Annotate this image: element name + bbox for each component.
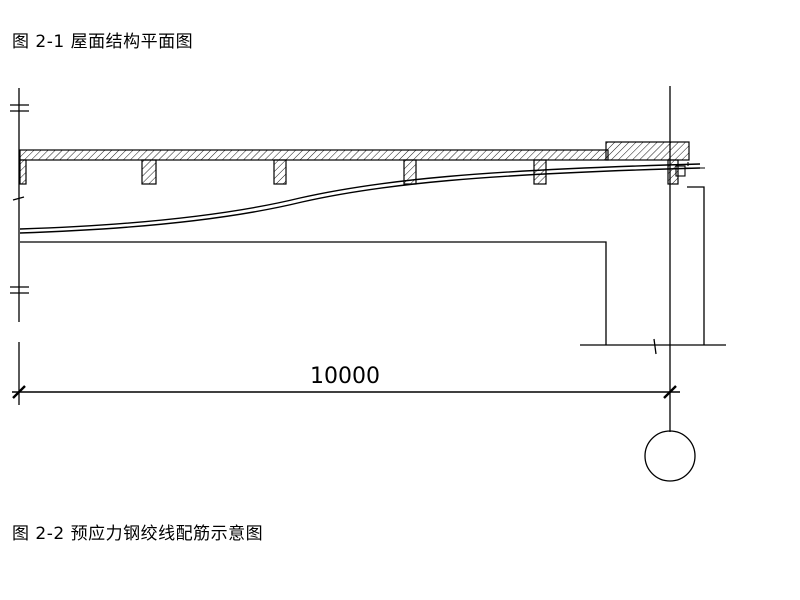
dimension-line — [12, 342, 680, 405]
dimension-label: 10000 — [310, 364, 380, 389]
axis-bubble — [644, 430, 696, 482]
right-axis-line — [653, 86, 671, 432]
prestressed-tendon — [19, 163, 701, 234]
slab-ribs — [19, 159, 679, 185]
figure-caption-bottom: 图 2-2 预应力钢绞线配筋示意图 — [12, 524, 264, 544]
roof-slab — [19, 141, 690, 161]
beam-outline — [20, 186, 726, 346]
left-axis-line — [10, 88, 29, 322]
figure-caption-top: 图 2-1 屋面结构平面图 — [12, 32, 194, 52]
